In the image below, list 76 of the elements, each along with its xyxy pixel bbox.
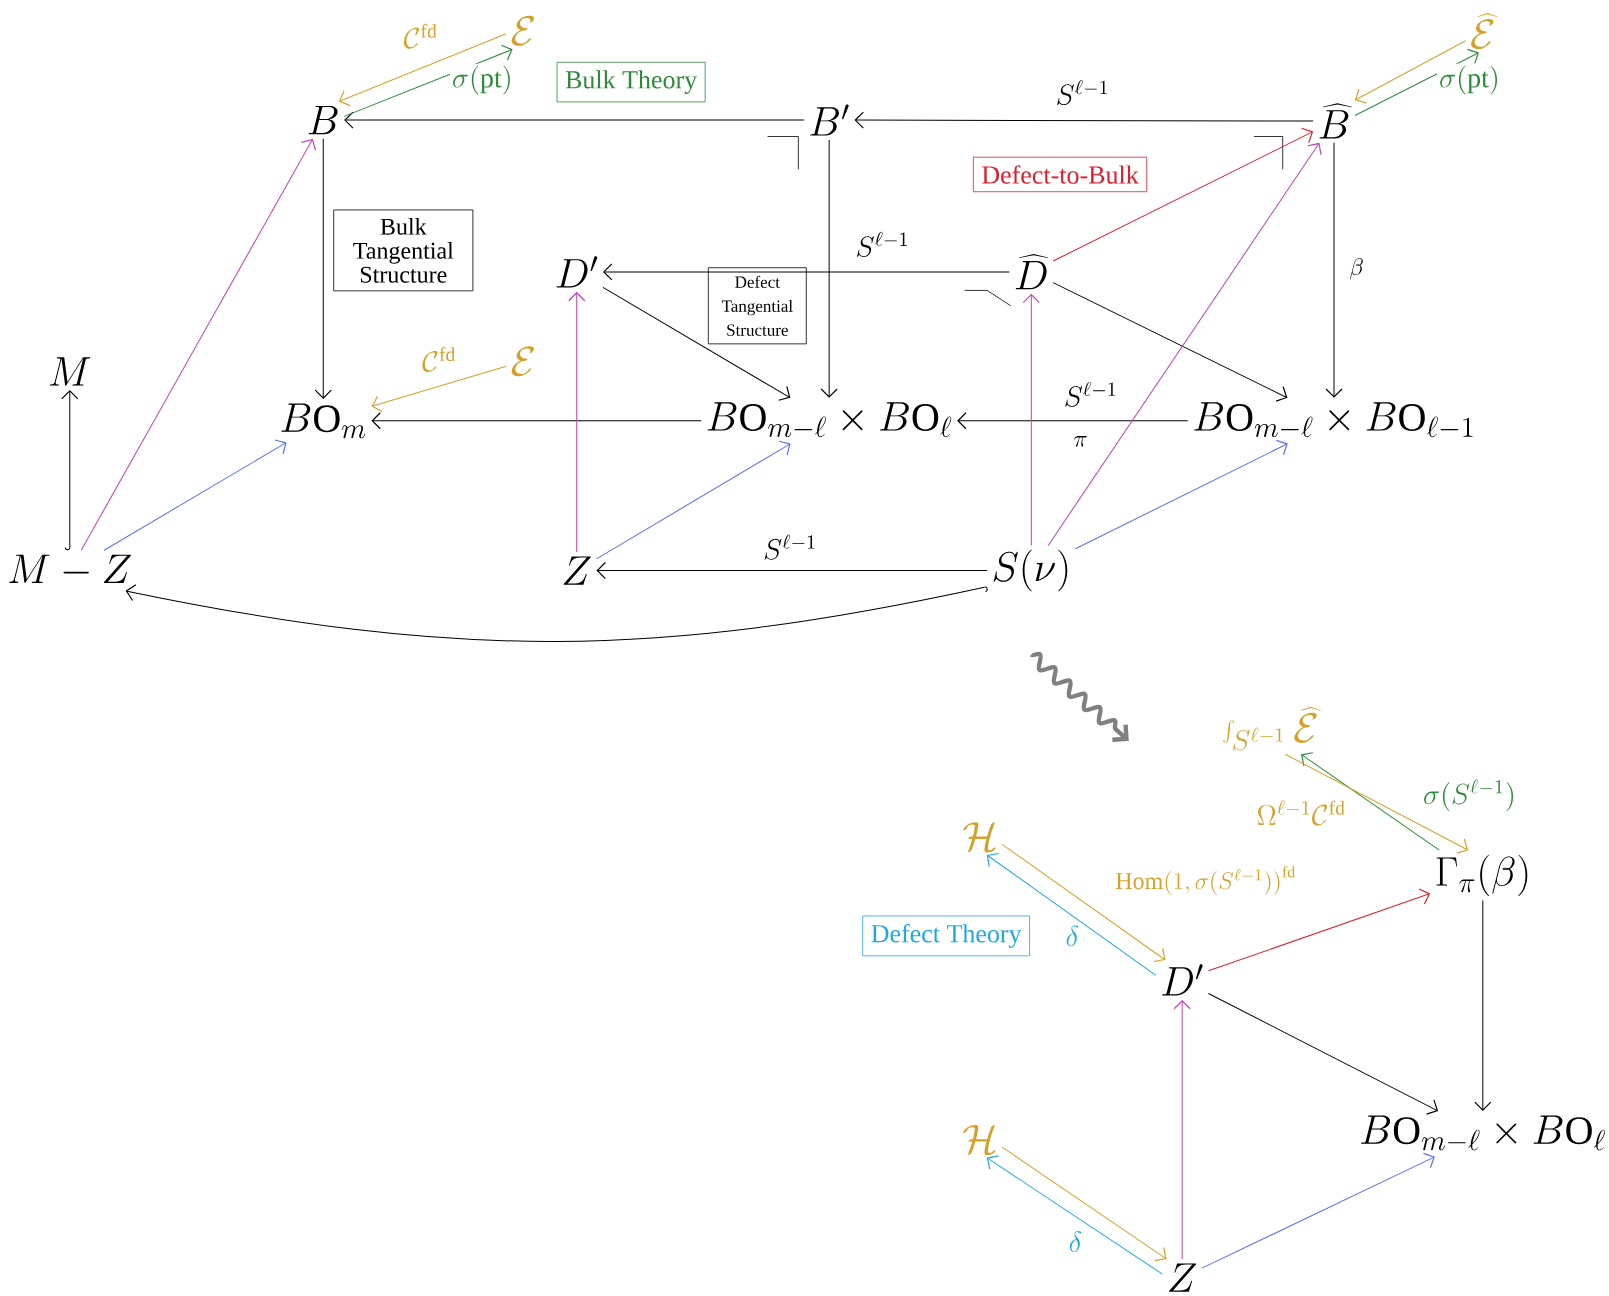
math-object: $B$ — [308, 105, 338, 135]
math-object: $B\mathrm{O}_{m-\ell}\times B\mathrm{O}_{\ell}$ — [1361, 1115, 1605, 1151]
math-object: $\mathcal{H}$ — [963, 822, 996, 853]
edge-label: $S^{\ell-1}$ — [1053, 78, 1112, 107]
arrow — [1201, 1152, 1435, 1269]
arrow — [1074, 439, 1288, 550]
edge-label: $\delta$ — [1063, 923, 1082, 948]
arrow — [125, 584, 988, 642]
arrow — [986, 852, 1157, 976]
label-box: Bulk Theory — [556, 61, 706, 103]
math-object: $B'$ — [810, 104, 849, 136]
math-object: $M-Z$ — [9, 554, 132, 583]
math-object: $\widehat{\mathcal{E}}$ — [1471, 12, 1498, 50]
arrow — [1301, 752, 1440, 851]
edge-label: $\beta$ — [1347, 256, 1366, 282]
math-object: $D'$ — [556, 256, 598, 288]
math-object: $\int_{S^{\ell-1}}\widehat{\mathcal{E}}$ — [1223, 706, 1321, 751]
arrow — [1207, 992, 1439, 1115]
math-object: $B\mathrm{O}_{m-\ell}\times B\mathrm{O}_{\ell}$ — [707, 402, 952, 438]
arrow — [986, 1155, 1163, 1275]
arrow — [602, 286, 791, 401]
math-object: $\mathcal{H}$ — [963, 1124, 996, 1156]
math-object: $B\mathrm{O}_m$ — [281, 403, 366, 439]
arrow — [1052, 282, 1288, 402]
arrow — [314, 138, 332, 400]
label-box: Defect Theory — [862, 915, 1030, 957]
arrow — [596, 440, 791, 560]
label-box: Defect-to-Bulk — [972, 156, 1148, 193]
arrow — [1052, 127, 1314, 262]
arrow — [603, 263, 1010, 281]
arrow — [371, 365, 507, 413]
math-object: $\widehat{D}$ — [1015, 254, 1049, 290]
edge-label: $\sigma(S^{\ell-1})$ — [1421, 777, 1518, 814]
arrow — [568, 291, 586, 553]
arrow — [103, 439, 287, 551]
math-object: $B\mathrm{O}_{m-\ell}\times B\mathrm{O}_{\ell-1}$ — [1194, 402, 1473, 438]
math-object: $S(\nu)$ — [993, 549, 1068, 592]
arrow — [1354, 40, 1467, 104]
arrow — [1325, 142, 1343, 398]
arrow — [1001, 843, 1166, 963]
arrow — [1022, 293, 1040, 546]
arrow — [820, 139, 838, 398]
edge-label: $\delta$ — [1066, 1229, 1085, 1254]
label-box: Defect Tangential Structure — [707, 267, 807, 345]
math-object: $\widehat{B}$ — [1319, 103, 1352, 139]
arrow — [338, 33, 507, 107]
arrow — [80, 138, 317, 551]
edge-label: $S^{\ell-1}$ — [1061, 379, 1120, 409]
edge-label: $\mathcal{C}^{\mathrm{fd}}$ — [401, 21, 440, 51]
arrow — [854, 111, 1314, 129]
arrow — [371, 412, 702, 430]
edge-label: $S^{\ell-1}$ — [853, 230, 912, 259]
math-object: $Z$ — [1169, 1263, 1197, 1292]
math-object: $Z$ — [563, 556, 591, 585]
arrow — [61, 390, 79, 551]
math-label: $\pi$ — [1071, 434, 1090, 449]
math-object: $M$ — [50, 357, 91, 386]
arrow — [1474, 899, 1492, 1111]
edge-label: $\Omega^{\ell-1}\mathcal{C}^{\mathrm{fd}}$ — [1254, 798, 1348, 827]
math-object: $\mathcal{E}$ — [511, 346, 534, 377]
edge-label: $\sigma(\mathrm{pt})$ — [449, 63, 515, 97]
arrow — [1207, 888, 1431, 972]
math-object: $\Gamma_{\pi}(\beta)$ — [1436, 854, 1528, 897]
math-object: $\mathcal{E}$ — [511, 15, 534, 46]
label-box: Bulk Tangential Structure — [333, 209, 474, 292]
arrow — [1173, 999, 1191, 1260]
arrow — [1284, 753, 1469, 854]
arrow — [957, 412, 1189, 430]
arrow — [1047, 142, 1322, 546]
math-object: $D'$ — [1162, 964, 1203, 996]
edge-label: $\sigma(\mathrm{pt})$ — [1437, 63, 1502, 97]
edge-label: $\mathcal{C}^{\mathrm{fd}}$ — [420, 345, 459, 374]
edge-label: $\mathrm{Hom}\big(1,\sigma(S^{\ell-1})\big)^{\mathrm{fd}}$ — [1113, 864, 1299, 897]
arrow — [596, 561, 988, 580]
arrow — [1001, 1146, 1167, 1262]
edge-label: $S^{\ell-1}$ — [761, 532, 820, 562]
